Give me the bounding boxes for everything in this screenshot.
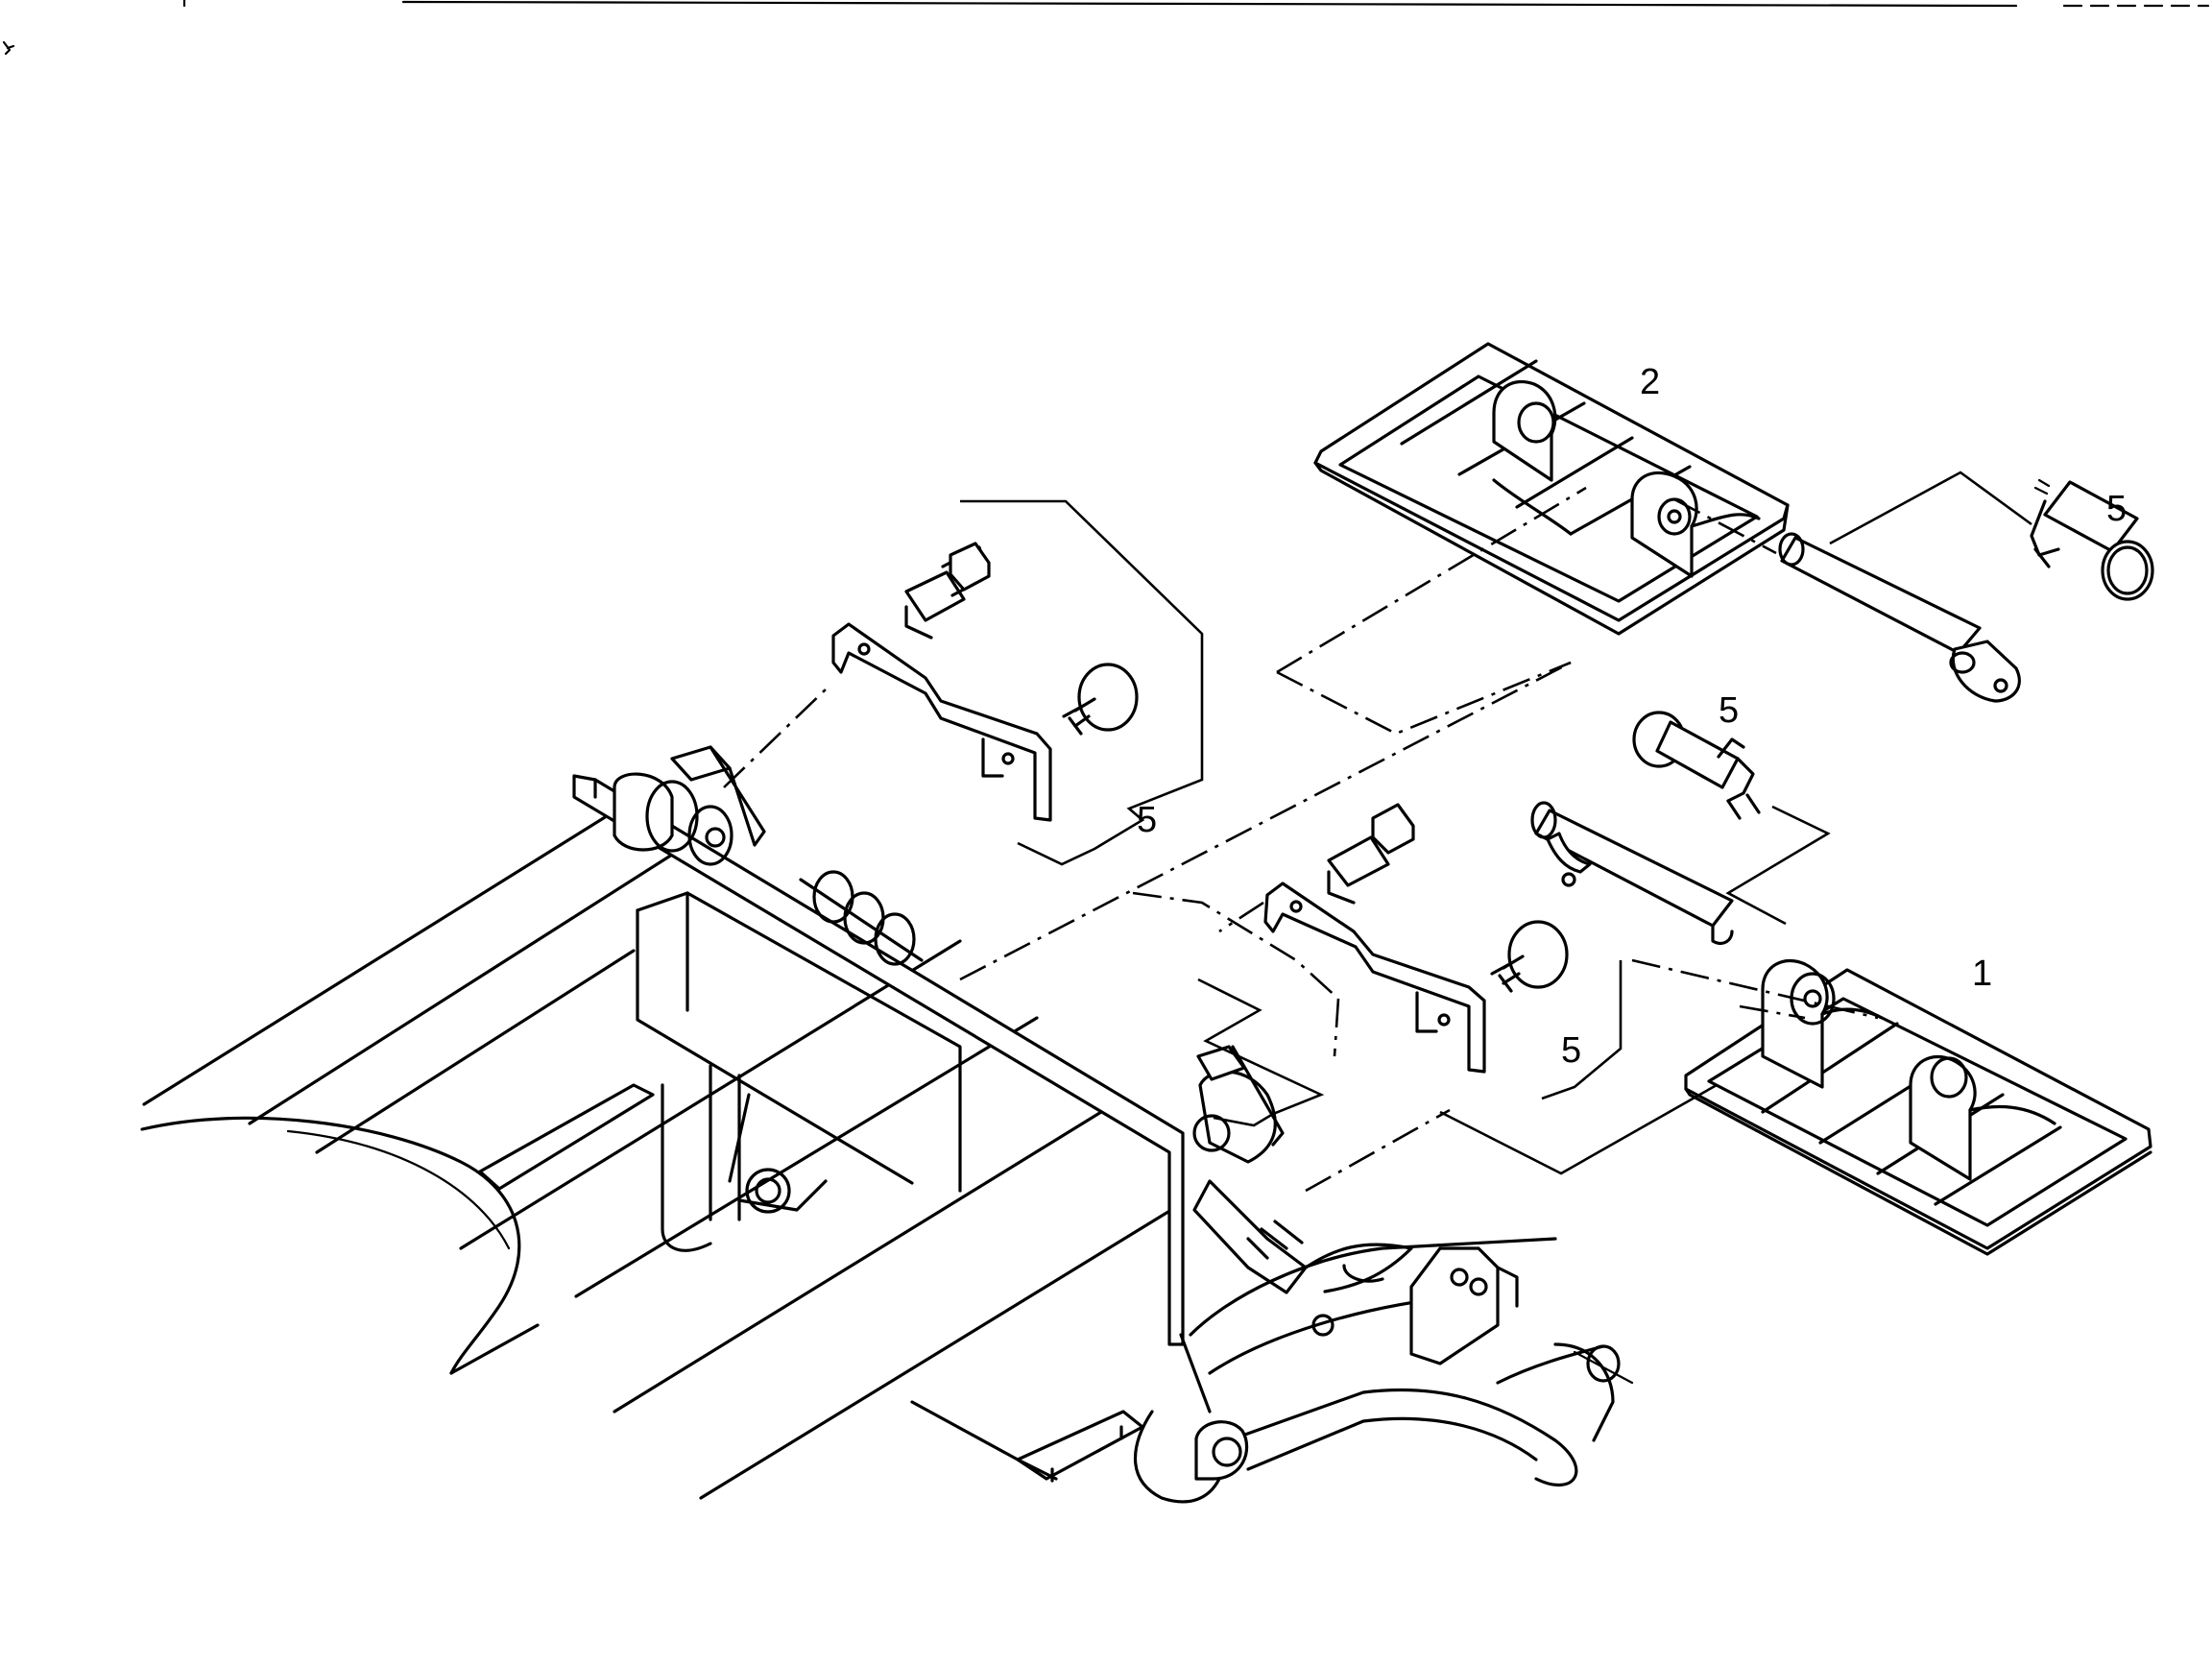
pad-part-1 — [1684, 958, 2152, 1256]
group-leaders — [960, 471, 2032, 1175]
vehicle-frame-assembly — [140, 745, 1634, 1504]
callout-part-5-front-pin: 5 — [1719, 690, 1739, 731]
callout-part-5-rear-pin: 5 — [2106, 489, 2127, 529]
pin-lower-long — [1530, 801, 1734, 945]
callout-part-2: 2 — [1640, 362, 1660, 402]
callout-part-1: 1 — [1972, 954, 1992, 994]
pin-upper-long — [1778, 532, 2021, 703]
scan-marks — [2, 0, 2210, 56]
bracket-assembly-left — [831, 542, 1139, 822]
pad-part-2 — [1313, 342, 1790, 636]
bracket-assembly-right — [1263, 803, 1569, 1074]
pin-upper-retaining — [2030, 478, 2154, 601]
callout-labels: 2 5 5 5 1 5 — [1137, 362, 2127, 1071]
phantom-center-lines — [723, 486, 1879, 1193]
callout-part-5-right-bracket: 5 — [1561, 1030, 1581, 1071]
callout-part-5-left-bracket: 5 — [1137, 800, 1157, 840]
pin-lower-retaining — [1632, 711, 1761, 820]
